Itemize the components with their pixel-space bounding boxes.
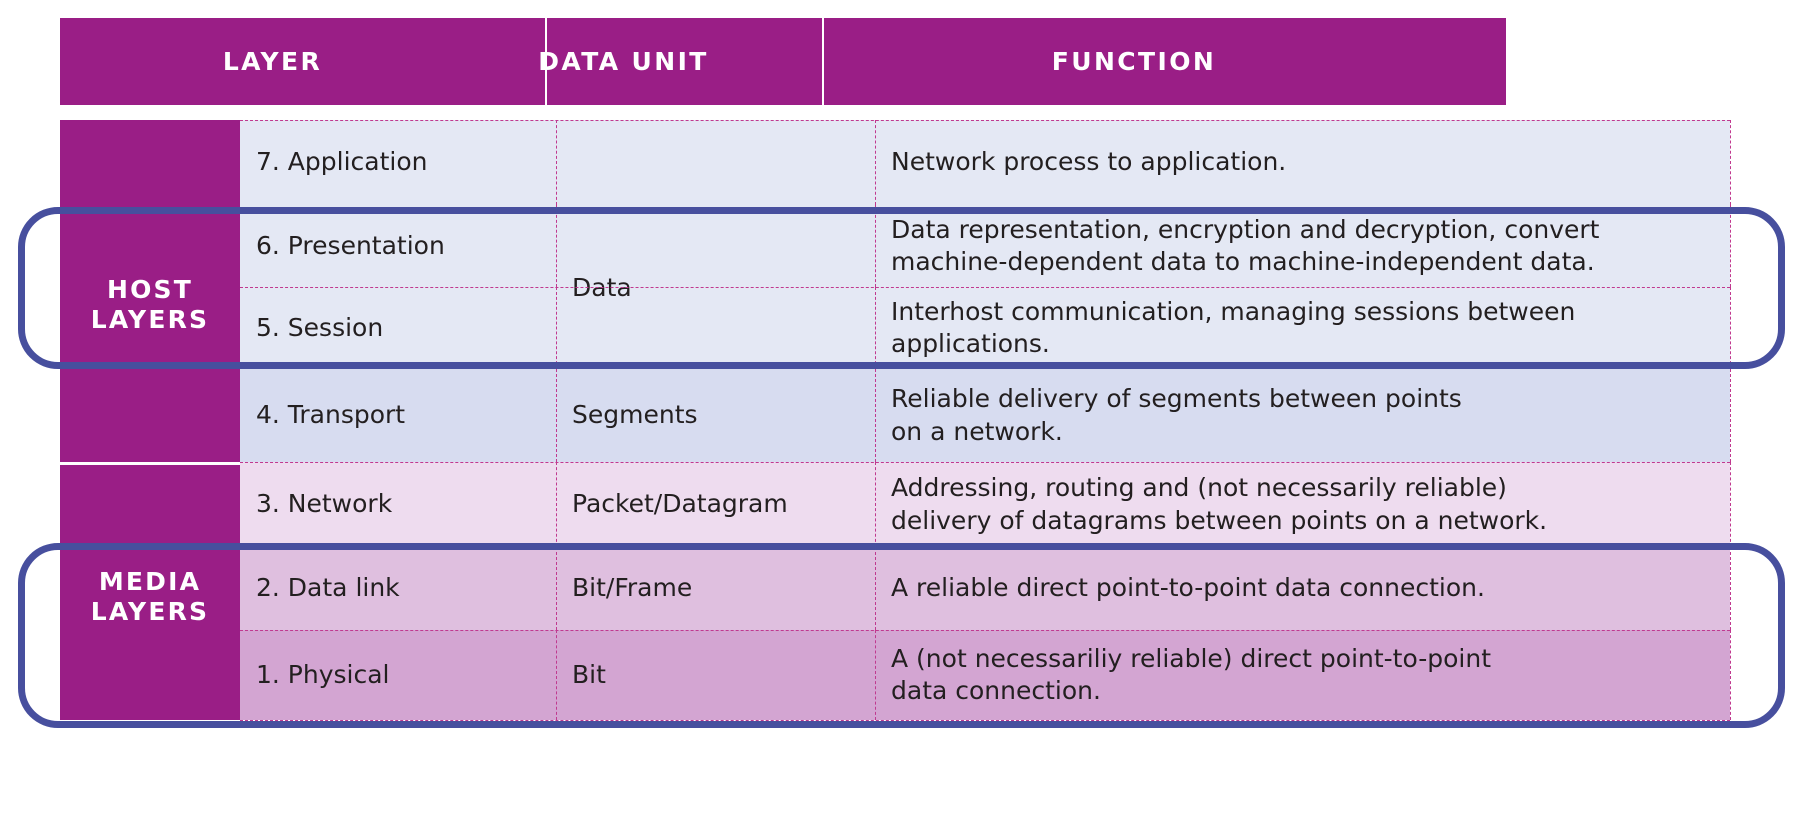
function-text: A (not necessariliy reliable) direct poi… xyxy=(891,643,1492,706)
function-text: Addressing, routing and (not necessarily… xyxy=(891,473,1548,535)
cell-function: A (not necessariliy reliable) direct poi… xyxy=(875,630,1730,720)
layer-name: 4. Transport xyxy=(256,400,406,430)
sidebar-block-host xyxy=(60,120,240,462)
table-row[interactable]: 5. Session Interhost communication, mana… xyxy=(240,287,1731,369)
layer-name: 1. Physical xyxy=(256,659,390,689)
data-unit-name: Packet/Datagram xyxy=(572,489,788,519)
cell-function: Data representation, encryption and decr… xyxy=(875,205,1730,287)
layer-name: 5. Session xyxy=(256,312,384,342)
header-label-data-unit: DATA UNIT xyxy=(538,47,709,76)
layer-name: 7. Application xyxy=(256,147,428,177)
cell-function: Reliable delivery of segments between po… xyxy=(875,369,1730,462)
cell-data-unit xyxy=(556,205,875,287)
cell-layer: 4. Transport xyxy=(240,369,556,462)
function-text: Network process to application. xyxy=(891,147,1287,177)
sidebar-block-media xyxy=(60,465,240,720)
cell-data-unit: Packet/Datagram xyxy=(556,462,875,547)
cell-function: A reliable direct point-to-point data co… xyxy=(875,547,1730,630)
cell-layer: 3. Network xyxy=(240,462,556,547)
data-unit-name: Segments xyxy=(572,400,698,430)
header-cell-layer: LAYER xyxy=(60,18,485,105)
header-divider-1 xyxy=(545,18,547,105)
data-unit-name: Bit/Frame xyxy=(572,573,693,603)
cell-function: Addressing, routing and (not necessarily… xyxy=(875,462,1730,547)
table-row[interactable]: 7. Application Network process to applic… xyxy=(240,120,1731,205)
function-text: Reliable delivery of segments between po… xyxy=(891,384,1462,446)
table-header: LAYER DATA UNIT FUNCTION xyxy=(60,18,1506,105)
layer-name: 6. Presentation xyxy=(256,230,445,260)
function-text: A reliable direct point-to-point data co… xyxy=(891,573,1485,603)
row-separator xyxy=(240,120,1730,121)
table-row[interactable]: 4. Transport Segments Reliable delivery … xyxy=(240,369,1731,462)
row-separator xyxy=(240,630,1730,631)
layer-name: 2. Data link xyxy=(256,573,400,603)
cell-layer: 6. Presentation xyxy=(240,205,556,287)
row-separator xyxy=(240,462,1730,463)
cell-data-unit: Bit xyxy=(556,630,875,720)
cell-function: Network process to application. xyxy=(875,120,1730,205)
cell-data-unit: Segments xyxy=(556,369,875,462)
function-text: Interhost communication, managing sessio… xyxy=(891,296,1576,359)
header-label-function: FUNCTION xyxy=(1051,47,1217,76)
table-row[interactable]: 2. Data link Bit/Frame A reliable direct… xyxy=(240,547,1731,630)
row-separator xyxy=(240,720,1730,721)
table-body: HOST LAYERS MEDIA LAYERS 7. Application … xyxy=(0,120,1806,721)
cell-layer: 5. Session xyxy=(240,287,556,369)
data-unit-name: Bit xyxy=(572,659,606,689)
cell-data-unit: Bit/Frame xyxy=(556,547,875,630)
table-row[interactable]: 1. Physical Bit A (not necessariliy reli… xyxy=(240,630,1731,720)
cell-data-unit xyxy=(556,120,875,205)
cell-data-unit xyxy=(556,287,875,369)
header-cell-function: FUNCTION xyxy=(762,18,1506,105)
header-label-layer: LAYER xyxy=(222,47,323,76)
header-divider-2 xyxy=(822,18,824,105)
cell-layer: 1. Physical xyxy=(240,630,556,720)
cell-layer: 2. Data link xyxy=(240,547,556,630)
table-row[interactable]: 3. Network Packet/Datagram Addressing, r… xyxy=(240,462,1731,547)
function-text: Data representation, encryption and decr… xyxy=(891,214,1600,277)
cell-function: Interhost communication, managing sessio… xyxy=(875,287,1730,369)
layer-name: 3. Network xyxy=(256,489,393,519)
header-cell-data-unit: DATA UNIT xyxy=(485,18,762,105)
cell-layer: 7. Application xyxy=(240,120,556,205)
table-row[interactable]: 6. Presentation Data representation, enc… xyxy=(240,205,1731,287)
sidebar-gap xyxy=(60,462,240,465)
row-separator xyxy=(240,287,1730,288)
